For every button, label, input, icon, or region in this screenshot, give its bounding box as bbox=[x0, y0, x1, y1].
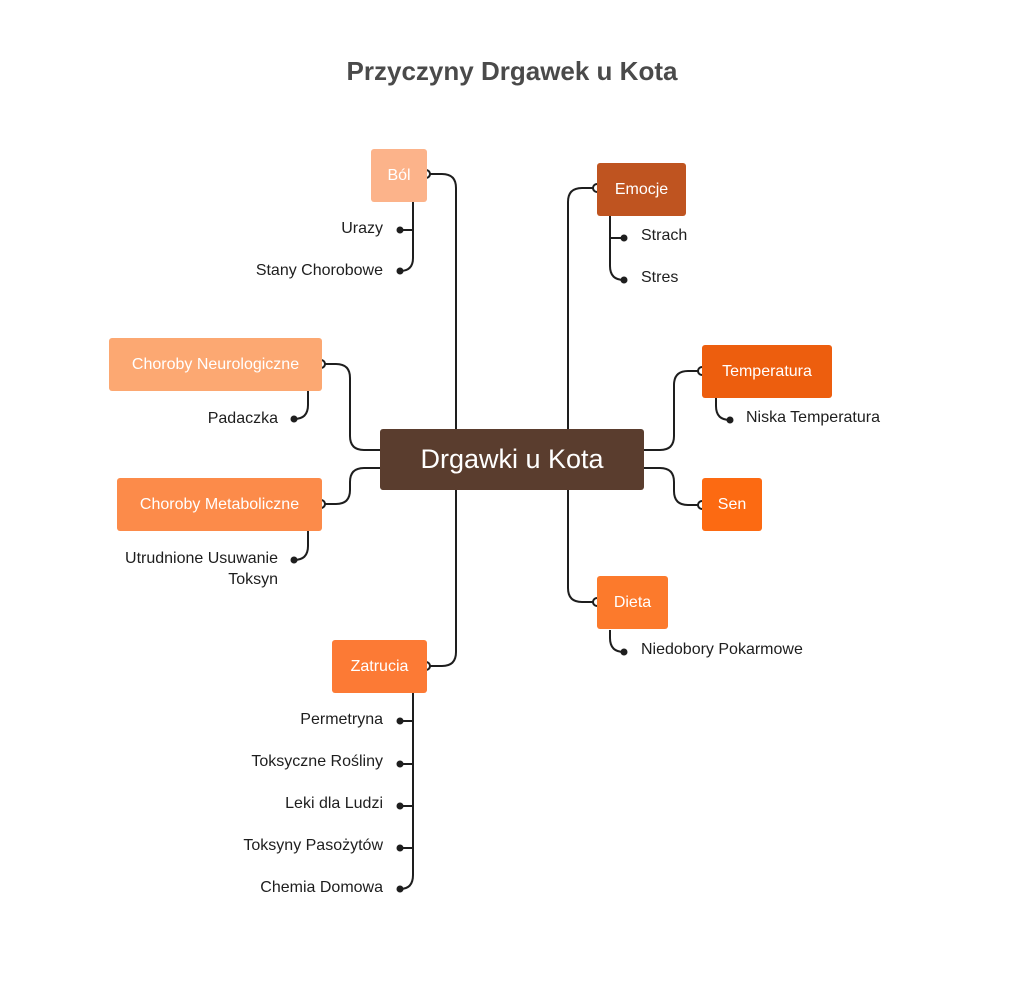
leaf-dot bbox=[290, 556, 298, 564]
leaf-stany-chorobowe: Stany Chorobowe bbox=[255, 262, 383, 279]
category-temperatura[interactable]: Temperatura bbox=[702, 345, 832, 398]
connector-neuro-leaves bbox=[293, 391, 309, 420]
connector-sen bbox=[644, 467, 702, 506]
connector-temperatura bbox=[644, 370, 702, 451]
leaf-line-1: Utrudnione Usuwanie bbox=[125, 550, 278, 567]
connector-zatrucia bbox=[426, 490, 457, 667]
leaf-dot bbox=[396, 885, 404, 893]
leaf-stres: Stres bbox=[641, 269, 679, 286]
leaf-dot bbox=[396, 226, 404, 234]
diagram-title: Przyczyny Drgawek u Kota bbox=[346, 56, 678, 86]
leaf-chemia-domowa: Chemia Domowa bbox=[260, 879, 383, 896]
center-node[interactable]: Drgawki u Kota bbox=[380, 429, 644, 490]
connector-temperatura-leaves bbox=[715, 398, 731, 421]
leaf-toksyczne-rosliny: Toksyczne Rośliny bbox=[251, 753, 383, 770]
leaf-dot bbox=[396, 844, 404, 852]
leaf-toksyny-pasozytow: Toksyny Pasożytów bbox=[243, 837, 383, 854]
leaf-dot bbox=[620, 648, 628, 656]
connector-meta-leaves bbox=[293, 531, 309, 561]
leaf-niska-temperatura: Niska Temperatura bbox=[746, 409, 880, 426]
leaf-dot bbox=[620, 234, 628, 242]
category-zatrucia[interactable]: Zatrucia bbox=[332, 640, 427, 693]
category-emocje[interactable]: Emocje bbox=[597, 163, 686, 216]
leaf-urazy: Urazy bbox=[341, 220, 383, 237]
category-choroby-metaboliczne[interactable]: Choroby Metaboliczne bbox=[117, 478, 322, 531]
leaf-strach: Strach bbox=[641, 227, 688, 244]
category-dieta[interactable]: Dieta bbox=[597, 576, 668, 629]
connector-bol-leaves bbox=[399, 202, 414, 272]
connector-emocje bbox=[567, 187, 597, 429]
leaf-dot bbox=[396, 802, 404, 810]
leaf-leki-dla-ludzi: Leki dla Ludzi bbox=[285, 795, 383, 812]
leaf-dot bbox=[620, 276, 628, 284]
leaf-niedobory-pokarmowe: Niedobory Pokarmowe bbox=[641, 641, 803, 658]
leaf-dot bbox=[396, 267, 404, 275]
connector-dieta bbox=[567, 490, 597, 603]
leaf-line-2: Toksyn bbox=[228, 571, 278, 588]
leaf-dot bbox=[726, 416, 734, 424]
connector-meta bbox=[321, 467, 380, 505]
category-bol[interactable]: Ból bbox=[371, 149, 427, 202]
leaf-utrudnione-usuwanie: Utrudnione Usuwanie Toksyn bbox=[125, 548, 278, 590]
connector-neuro bbox=[321, 363, 380, 451]
connector-emocje-leaves bbox=[609, 216, 625, 281]
leaf-dot bbox=[396, 760, 404, 768]
category-sen[interactable]: Sen bbox=[702, 478, 762, 531]
leaf-dot bbox=[290, 415, 298, 423]
leaf-permetryna: Permetryna bbox=[300, 711, 383, 728]
connector-bol bbox=[426, 173, 457, 429]
connector-dieta-leaves bbox=[609, 630, 625, 653]
category-choroby-neurologiczne[interactable]: Choroby Neurologiczne bbox=[109, 338, 322, 391]
leaf-padaczka: Padaczka bbox=[207, 410, 278, 427]
leaf-dot bbox=[396, 717, 404, 725]
